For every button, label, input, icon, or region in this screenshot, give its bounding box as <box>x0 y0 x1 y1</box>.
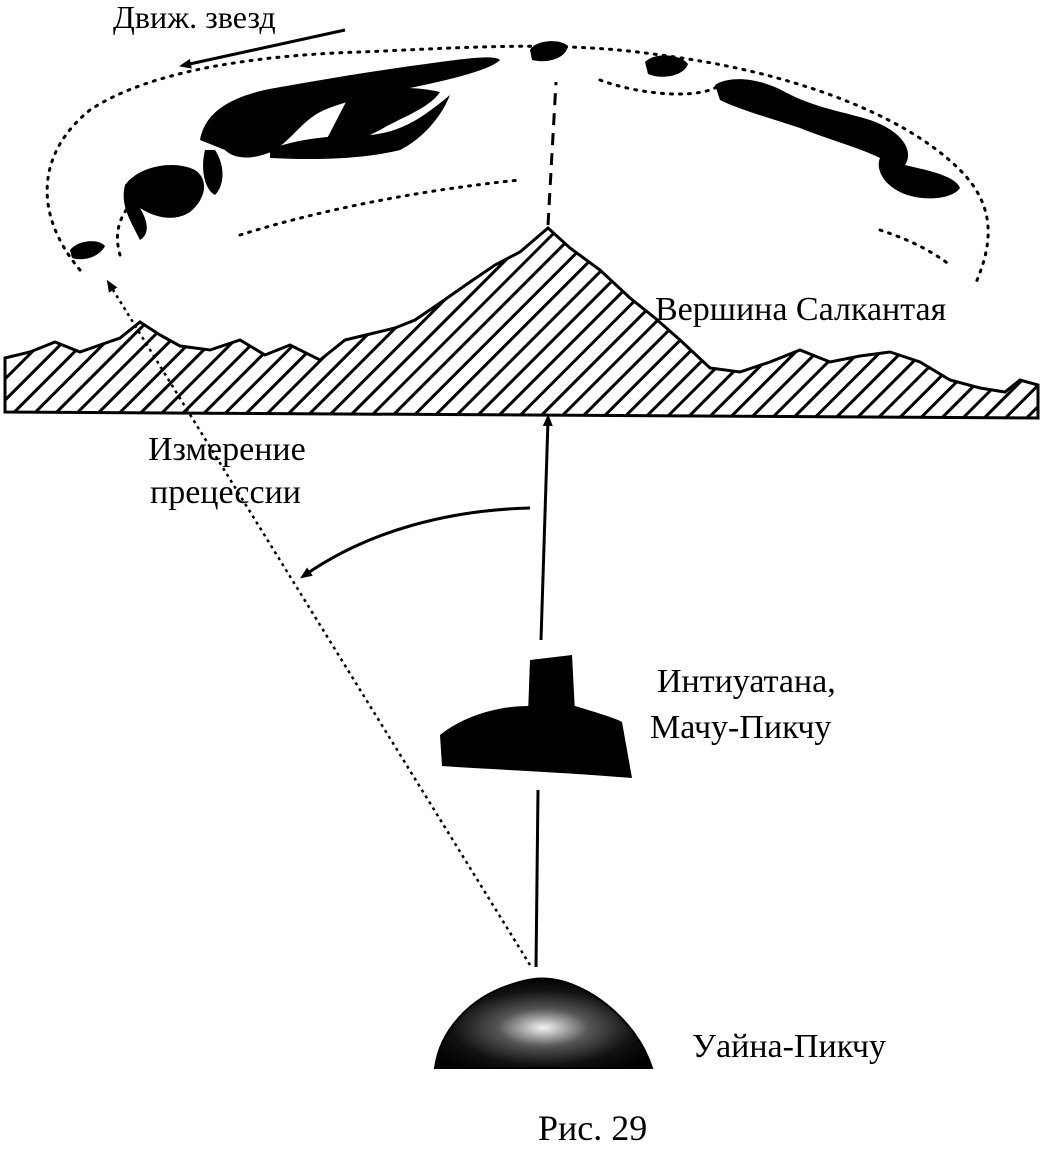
intihuatana-base <box>440 706 632 778</box>
huayna-label: Уайна-Пикчу <box>692 1028 886 1065</box>
intihuatana-stone <box>440 655 632 778</box>
alignment-line-upper <box>539 414 553 641</box>
precession-dotted-line <box>106 279 532 966</box>
dark-cloud-llama <box>200 57 500 158</box>
milky-way-outline <box>45 44 990 287</box>
dark-cloud-streak <box>270 95 450 160</box>
dark-cloud-small-right <box>645 55 688 77</box>
alignment-line-dashed <box>546 81 558 226</box>
figure-caption: Рис. 29 <box>538 1108 647 1148</box>
dark-cloud-serpent <box>715 79 960 199</box>
dark-cloud-tail <box>320 88 440 150</box>
peak-label: Вершина Салкантая <box>655 291 947 328</box>
dark-cloud-fox <box>123 165 205 240</box>
mountain-ridge <box>3 225 1040 420</box>
precession-curve-arrow <box>300 506 531 579</box>
milky-way-dark-clouds <box>70 41 960 260</box>
intihuatana-post <box>528 655 575 714</box>
intihuatana-label-line1: Интиуатана, <box>657 663 836 700</box>
dark-cloud-small-left <box>70 241 105 260</box>
star-motion-label: Движ. звезд <box>113 0 276 35</box>
intihuatana-label-line2: Мачу-Пикчу <box>650 709 831 746</box>
alignment-line-lower <box>534 789 540 968</box>
huayna-picchu-mountain <box>433 977 654 1069</box>
dark-cloud-llama-leg <box>203 150 223 195</box>
star-motion-arrow <box>179 28 346 69</box>
precession-label-line1: Измерение <box>148 431 306 468</box>
precession-label-line2: прецессии <box>150 474 301 511</box>
dark-cloud-top-center <box>530 41 568 62</box>
